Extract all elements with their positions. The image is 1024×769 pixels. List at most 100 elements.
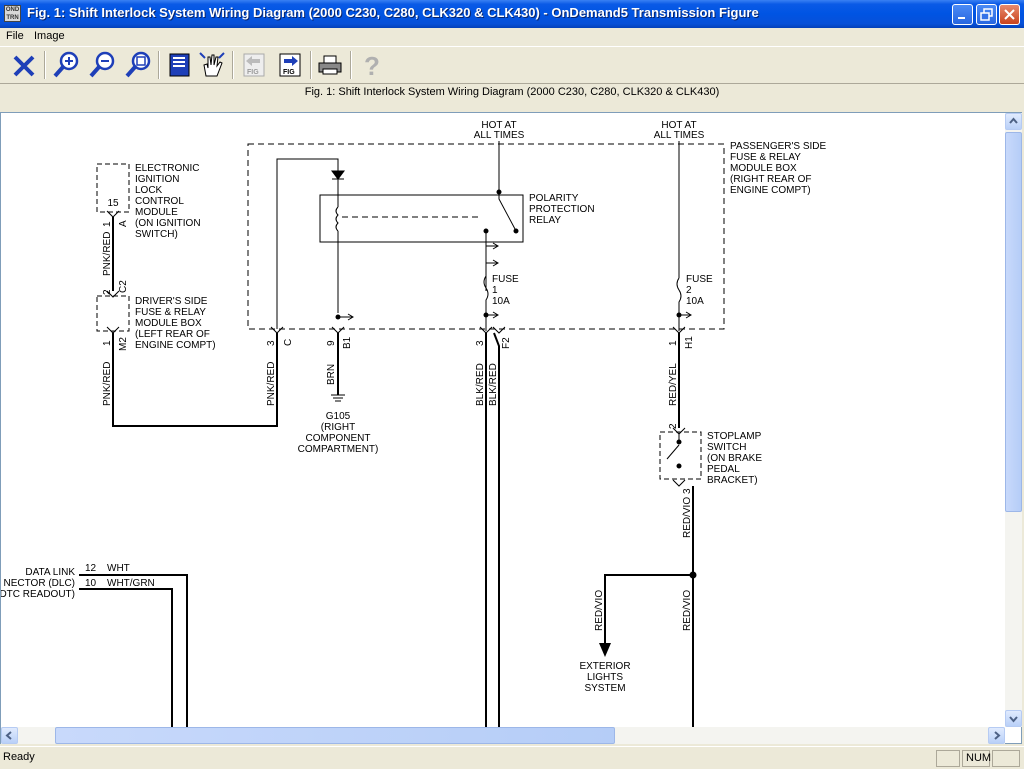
- pin-sw-bot: 3: [682, 488, 693, 494]
- minimize-button[interactable]: [952, 4, 973, 25]
- scroll-up-button[interactable]: [1005, 113, 1022, 130]
- wire-pnk-red-mid: PNK/RED: [266, 362, 277, 406]
- dlc-pin-10: 10: [85, 578, 97, 589]
- previous-figure-button[interactable]: FIG: [240, 51, 268, 79]
- dlc-pin-12: 12: [85, 563, 97, 574]
- title-bar: OND TRN Fig. 1: Shift Interlock System W…: [0, 0, 1024, 28]
- hot-right-line1: HOT AT: [661, 120, 696, 131]
- relay-line1: POLARITY: [529, 193, 579, 204]
- exterior-line3: SYSTEM: [584, 683, 625, 694]
- zoom-in-button[interactable]: [52, 51, 80, 79]
- zoom-fit-icon: [125, 51, 151, 78]
- wire-brn: BRN: [326, 364, 337, 385]
- vertical-scroll-thumb[interactable]: [1005, 132, 1022, 512]
- relay-line3: RELAY: [529, 215, 561, 226]
- figure-caption: Fig. 1: Shift Interlock System Wiring Di…: [304, 86, 720, 98]
- toolbar-separator: [350, 51, 352, 79]
- horizontal-scrollbar[interactable]: [1, 727, 1005, 744]
- zoom-out-button[interactable]: [88, 51, 116, 79]
- driver-box-line1: DRIVER'S SIDE: [135, 296, 208, 307]
- pin-sw-top: 2: [668, 423, 679, 429]
- hot-left-line2: ALL TIMES: [474, 130, 525, 141]
- stoplamp-switch-outline: [659, 431, 702, 480]
- wiring-diagram: HOT AT ALL TIMES HOT AT ALL TIMES PASSEN…: [1, 120, 827, 729]
- hot-right-line2: ALL TIMES: [654, 130, 705, 141]
- fuse2-line3: 10A: [686, 296, 704, 307]
- pan-button[interactable]: [198, 51, 226, 79]
- restore-button[interactable]: [976, 4, 997, 25]
- stoplamp-line1: STOPLAMP: [707, 431, 762, 442]
- ground-line3: COMPONENT: [306, 433, 371, 444]
- passenger-box-line4: (RIGHT REAR OF: [730, 174, 811, 185]
- fuse2-line2: 2: [686, 285, 692, 296]
- pin-f2: F2: [501, 337, 512, 349]
- vertical-scrollbar[interactable]: [1005, 113, 1022, 727]
- eis-line7: SWITCH): [135, 229, 178, 240]
- status-bar: Ready NUM: [0, 746, 1024, 769]
- app-icon: OND TRN: [4, 5, 21, 22]
- wire-pnk-red-left: PNK/RED: [102, 362, 113, 406]
- toolbar-separator: [310, 51, 312, 79]
- scroll-left-button[interactable]: [1, 727, 18, 744]
- status-text: Ready: [3, 751, 35, 763]
- passenger-box-line2: FUSE & RELAY: [730, 152, 801, 163]
- scroll-right-button[interactable]: [988, 727, 1005, 744]
- pin-h1-num: 1: [668, 340, 679, 346]
- driver-box-line5: ENGINE COMPT): [135, 340, 216, 351]
- passenger-box-line5: ENGINE COMPT): [730, 185, 811, 196]
- pin-m2-num: 1: [102, 340, 113, 346]
- arrow-right-icon: [994, 731, 1001, 740]
- eis-line2: IGNITION: [135, 174, 179, 185]
- wire-red-vio-a: RED/VIO: [682, 497, 693, 538]
- pin-c2: C2: [118, 280, 129, 293]
- close-window-button[interactable]: [999, 4, 1020, 25]
- pin-m2: M2: [118, 337, 129, 351]
- toolbar-separator: [232, 51, 234, 79]
- prev-fig-label: FIG: [247, 69, 259, 76]
- scroll-down-button[interactable]: [1005, 710, 1022, 727]
- wire-pnk-red-top: PNK/RED: [102, 232, 113, 276]
- print-button[interactable]: [316, 51, 344, 79]
- help-button[interactable]: ?: [358, 51, 386, 81]
- arrow-left-icon: [5, 731, 12, 740]
- ground-line1: G105: [326, 411, 351, 422]
- pin-c: C: [283, 339, 294, 346]
- eis-pin-a: A: [118, 220, 129, 227]
- close-figure-button[interactable]: [10, 51, 38, 79]
- toolbar-separator: [44, 51, 46, 79]
- menu-file[interactable]: File: [6, 30, 24, 42]
- help-icon: ?: [364, 51, 380, 81]
- dlc-wire-wht: WHT: [107, 563, 130, 574]
- arrow-down-icon: [1009, 716, 1018, 723]
- eis-line6: (ON IGNITION: [135, 218, 201, 229]
- passenger-box-line1: PASSENGER'S SIDE: [730, 141, 827, 152]
- wire-red-vio-c: RED/VIO: [682, 590, 693, 631]
- stoplamp-line2: SWITCH: [707, 442, 746, 453]
- menu-bar: File Image: [0, 28, 1024, 46]
- passenger-box-line3: MODULE BOX: [730, 163, 797, 174]
- close-icon: [1004, 9, 1015, 20]
- dlc-line1: DATA LINK: [25, 567, 75, 578]
- horizontal-scroll-thumb[interactable]: [55, 727, 615, 744]
- eis-pin-15: 15: [107, 198, 119, 209]
- status-num-indicator: NUM: [962, 750, 991, 767]
- menu-image[interactable]: Image: [34, 30, 65, 42]
- diagram-canvas[interactable]: HOT AT ALL TIMES HOT AT ALL TIMES PASSEN…: [0, 112, 1022, 744]
- fuse1-line3: 10A: [492, 296, 510, 307]
- relay-outline: [319, 194, 524, 243]
- relay-line2: PROTECTION: [529, 204, 595, 215]
- driver-box-line4: (LEFT REAR OF: [135, 329, 210, 340]
- zoom-out-icon: [89, 51, 115, 78]
- previous-figure-icon: [243, 53, 265, 77]
- zoom-in-icon: [53, 51, 79, 78]
- toolbar-separator: [158, 51, 160, 79]
- page-view-button[interactable]: [166, 51, 194, 79]
- next-figure-icon: [279, 53, 301, 77]
- window-title: Fig. 1: Shift Interlock System Wiring Di…: [27, 5, 759, 20]
- zoom-fit-button[interactable]: [124, 51, 152, 79]
- wire-red-vio-b: RED/VIO: [594, 590, 605, 631]
- next-figure-button[interactable]: FIG: [276, 51, 304, 79]
- page-view-icon: [169, 53, 190, 77]
- eis-module-outline: [96, 163, 130, 213]
- stoplamp-line5: BRACKET): [707, 475, 758, 486]
